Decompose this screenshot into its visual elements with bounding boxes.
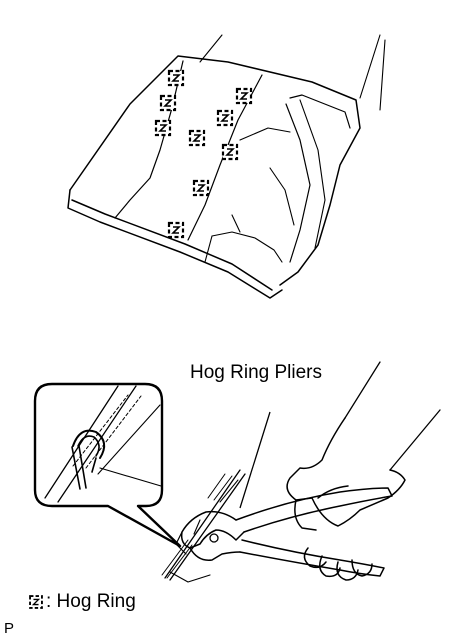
hog-ring-icon [167,69,185,87]
hand-with-pliers-illustration [161,361,441,583]
hog-ring-icon [192,179,210,197]
legend: : Hog Ring [20,590,136,614]
legend-label: : Hog Ring [46,591,136,612]
pliers-leader-line [239,411,271,509]
hog-ring-icon [235,87,253,105]
hog-ring-detail-inset [33,382,182,548]
hog-ring-icon [167,221,185,239]
hog-ring-icon [188,129,206,147]
corner-mark: P [4,620,15,637]
hog-ring-icon [159,94,177,112]
seat-cushion-illustration [67,34,386,299]
hog-ring-icon [221,143,239,161]
hog-ring-markers [154,69,253,239]
hog-ring-icon [154,119,172,137]
hog-ring-pliers-label: Hog Ring Pliers [190,362,322,383]
hog-ring-icon [216,109,234,127]
